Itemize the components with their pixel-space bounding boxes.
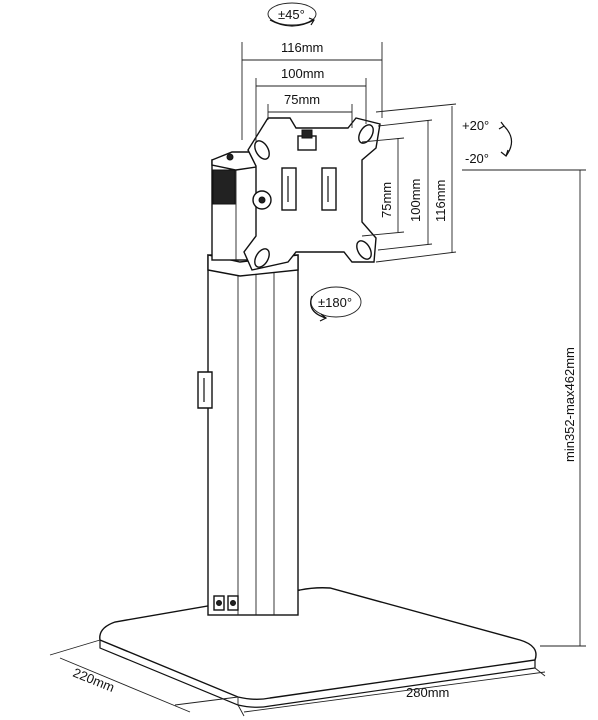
swivel-label: ±45°: [278, 7, 305, 22]
vesa-height-outer-label: 116mm: [433, 180, 448, 222]
base-depth-dimension: [49, 639, 239, 713]
vesa-width-mid-label: 100mm: [281, 66, 324, 81]
vesa-height-dimensions: [361, 103, 457, 263]
tilt-up-label: +20°: [462, 118, 489, 133]
vesa-bracket: [243, 117, 381, 271]
vesa-height-inner-label: 75mm: [379, 182, 394, 218]
base-depth-label: 220mm: [71, 665, 117, 695]
vesa-width-outer-label: 116mm: [281, 40, 323, 55]
tilt-down-label: -20°: [465, 151, 489, 166]
base-plate: [99, 587, 537, 708]
vesa-width-dimensions: [241, 42, 383, 142]
vesa-height-mid-label: 100mm: [408, 179, 423, 222]
base-width-label: 280mm: [406, 685, 449, 700]
rotate-label: ±180°: [318, 295, 352, 310]
tilt-indicator: [498, 121, 513, 158]
height-range-dimension: [462, 169, 586, 647]
base-width-dimension: [237, 667, 546, 717]
rotate-indicator: [310, 286, 362, 322]
swivel-indicator: [267, 2, 317, 27]
height-range-label: min352-max462mm: [562, 347, 577, 462]
vesa-width-inner-label: 75mm: [284, 92, 320, 107]
